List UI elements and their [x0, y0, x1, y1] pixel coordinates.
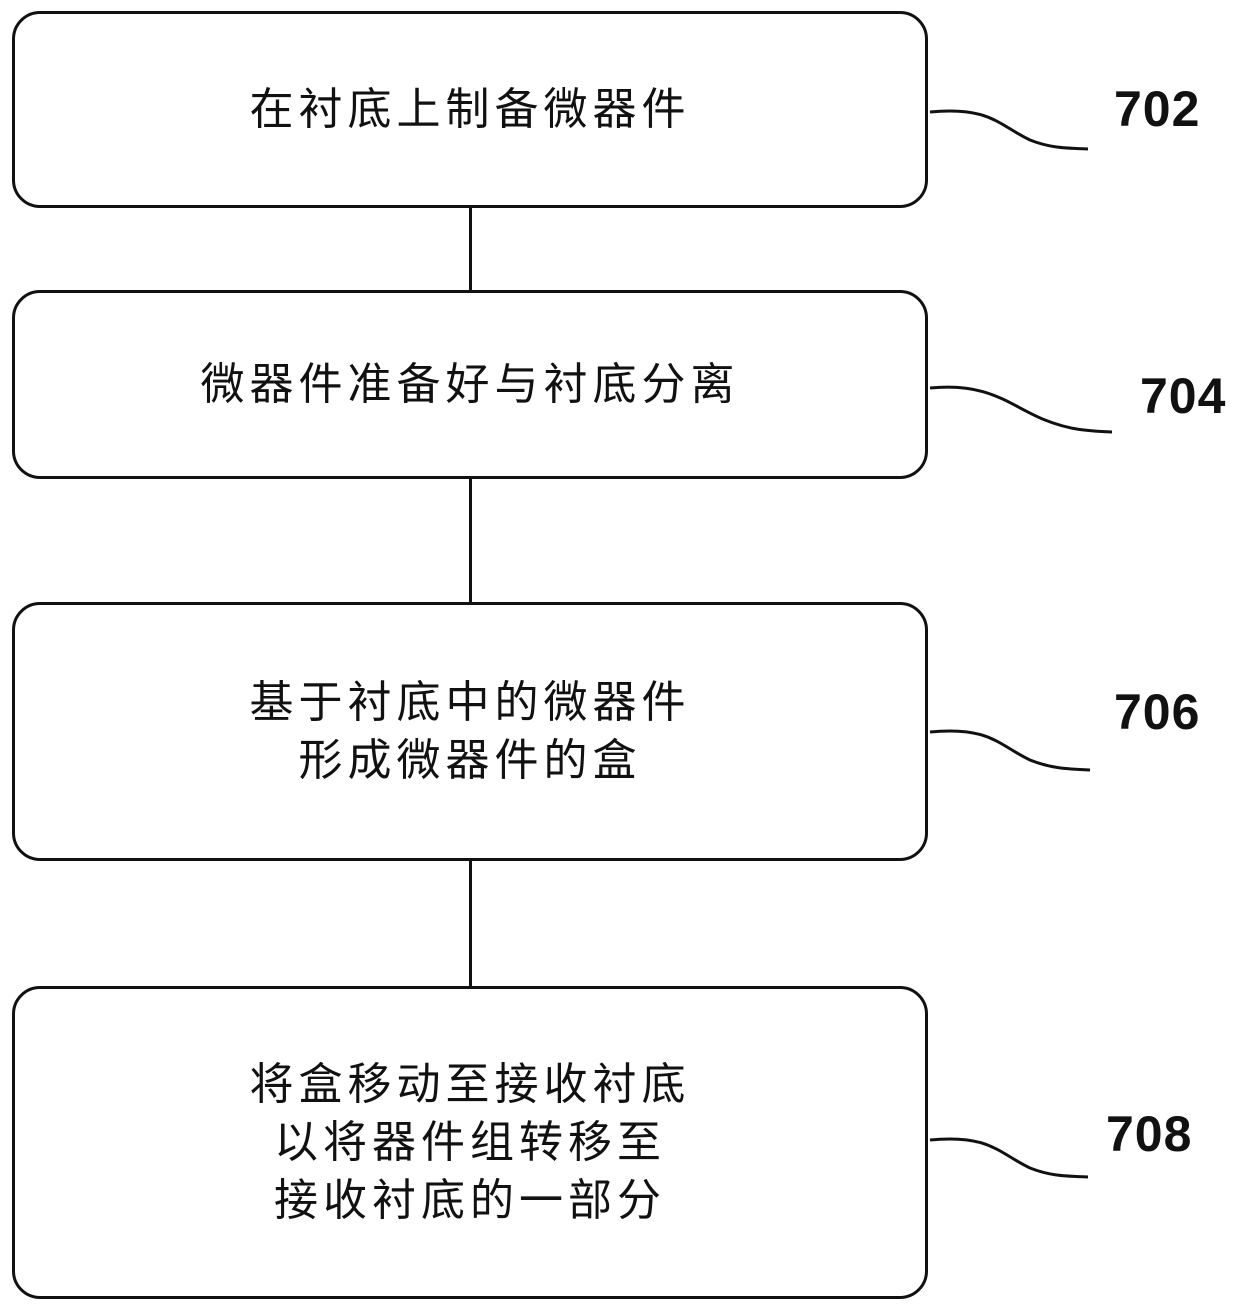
leader-line-704 — [930, 387, 1112, 432]
step-text: 微器件准备好与衬底分离 — [201, 356, 740, 414]
step-text: 接收衬底的一部分 — [274, 1172, 666, 1230]
step-text: 形成微器件的盒 — [299, 732, 642, 790]
step-box-706: 基于衬底中的微器件 形成微器件的盒 — [12, 602, 928, 861]
leader-line-708 — [930, 1139, 1088, 1177]
leader-line-702 — [930, 111, 1088, 149]
ref-label-704: 704 — [1140, 367, 1226, 425]
ref-label-708: 708 — [1106, 1105, 1192, 1163]
step-box-704: 微器件准备好与衬底分离 — [12, 290, 928, 479]
step-box-708: 将盒移动至接收衬底 以将器件组转移至 接收衬底的一部分 — [12, 986, 928, 1299]
connector-706-708 — [469, 861, 472, 986]
step-text: 以将器件组转移至 — [274, 1114, 666, 1172]
step-box-702: 在衬底上制备微器件 — [12, 11, 928, 208]
ref-label-702: 702 — [1114, 80, 1200, 138]
leader-line-706 — [930, 731, 1090, 770]
step-text: 在衬底上制备微器件 — [250, 81, 691, 139]
step-text: 将盒移动至接收衬底 — [250, 1056, 691, 1114]
step-text: 基于衬底中的微器件 — [250, 674, 691, 732]
ref-label-706: 706 — [1114, 683, 1200, 741]
connector-704-706 — [469, 479, 472, 602]
connector-702-704 — [469, 208, 472, 290]
